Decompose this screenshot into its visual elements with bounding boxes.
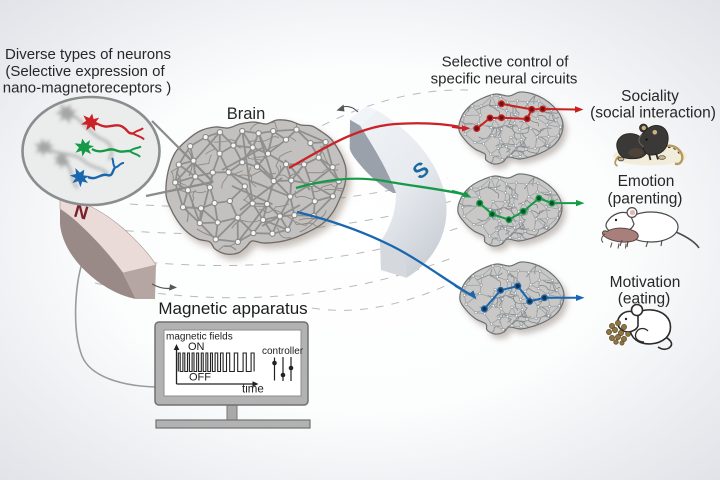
svg-text:nano-magnetoreceptors ): nano-magnetoreceptors ) [3,80,171,97]
svg-text:magnetic fields: magnetic fields [166,332,233,343]
svg-text:Diverse types of neurons: Diverse types of neurons [5,46,171,63]
svg-text:Emotion: Emotion [618,173,675,190]
svg-text:specific neural circuits: specific neural circuits [431,71,578,88]
svg-text:Selective control of: Selective control of [442,54,570,71]
svg-text:(parenting): (parenting) [608,191,683,208]
svg-text:(eating): (eating) [618,291,671,308]
svg-text:Motivation: Motivation [610,274,681,291]
svg-text:ON: ON [188,341,205,353]
svg-text:Sociality: Sociality [621,88,679,105]
svg-text:(social interaction): (social interaction) [590,105,716,122]
svg-text:Magnetic apparatus: Magnetic apparatus [158,299,307,318]
svg-text:OFF: OFF [189,372,211,384]
svg-text:N: N [71,201,90,225]
svg-text:time: time [242,384,264,396]
svg-text:(Selective expression of: (Selective expression of [5,63,165,80]
svg-text:Brain: Brain [227,105,266,123]
svg-text:controller: controller [262,346,304,357]
